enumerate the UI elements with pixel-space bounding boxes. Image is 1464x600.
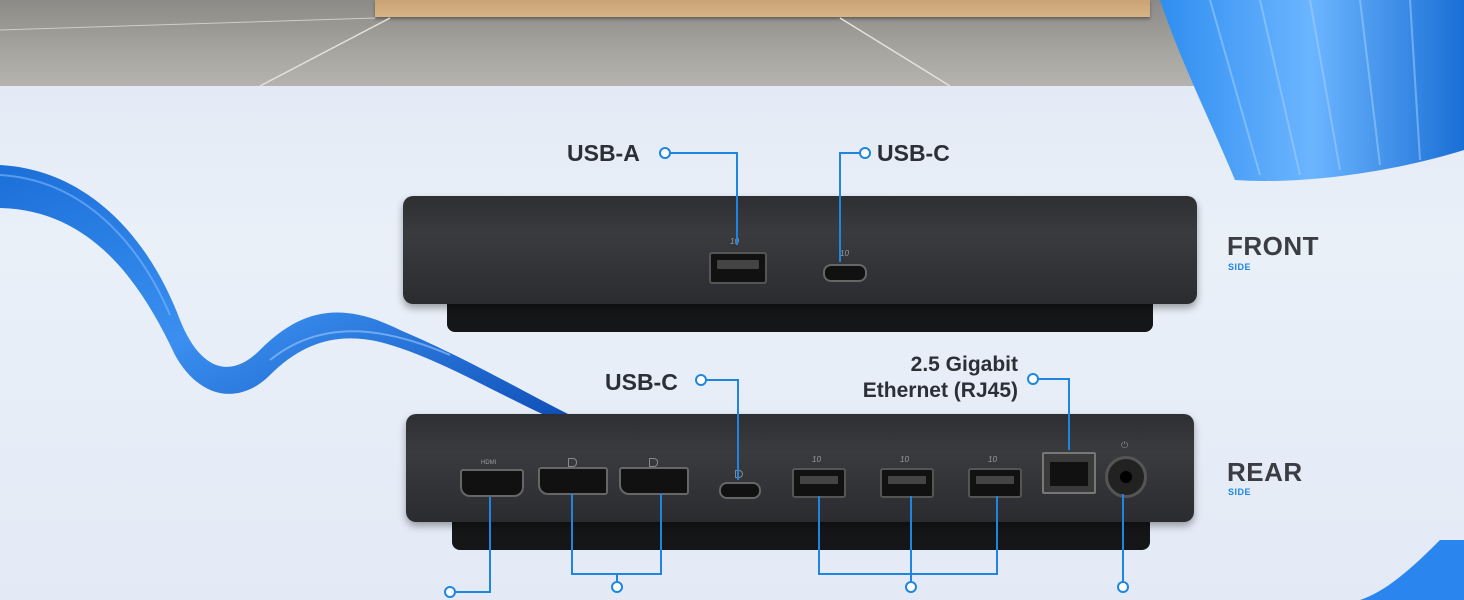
rear-usb-a-2-speed-mark: 10 (900, 455, 909, 464)
blue-ribbon-top-right (1160, 0, 1464, 181)
front-side-subtitle: SIDE (1228, 262, 1252, 272)
front-usb-a-port (709, 252, 767, 284)
ethernet-label-line1: 2.5 Gigabit (910, 353, 1018, 376)
rear-usb-c-label: USB-C (605, 369, 678, 395)
front-usb-a-speed-mark: 10 (730, 237, 739, 246)
rear-side-subtitle: SIDE (1228, 487, 1252, 497)
rear-side-title: REAR (1227, 457, 1303, 487)
rear-usb-a-3-speed-mark: 10 (988, 455, 997, 464)
rear-displayport-2 (619, 467, 689, 495)
power-plug-icon: ⏻ (1121, 440, 1129, 450)
rear-rj45-ethernet-port (1042, 452, 1096, 494)
front-side-title: FRONT (1227, 231, 1320, 261)
rear-usb-a-port-3 (968, 468, 1022, 498)
rear-usb-a-port-1 (792, 468, 846, 498)
rear-hdmi-mark: HDMI (481, 460, 497, 466)
ethernet-label-line2: Ethernet (RJ45) (862, 379, 1018, 402)
front-usb-c-port (823, 264, 867, 282)
rear-usb-a-port-2 (880, 468, 934, 498)
front-dock-body (403, 196, 1197, 304)
displayport-icon (649, 458, 658, 467)
rear-usb-c-port (719, 482, 761, 499)
rear-usb-a-1-speed-mark: 10 (812, 455, 821, 464)
blue-ribbon-left (0, 165, 570, 420)
front-usb-c-speed-mark: 10 (840, 249, 849, 258)
front-usb-c-label: USB-C (877, 140, 950, 166)
front-dock-base (447, 300, 1153, 332)
rear-ethernet-label: 2.5 Gigabit Ethernet (RJ45) (820, 352, 1018, 404)
front-usb-a-label: USB-A (567, 140, 640, 166)
rear-hdmi-port (460, 469, 524, 497)
blue-ribbon-bottom-right (1360, 540, 1464, 600)
displayport-icon (568, 458, 577, 467)
rear-dc-power-port (1105, 456, 1147, 498)
floor-tile-lines (0, 17, 951, 86)
wooden-plank (375, 0, 1150, 17)
